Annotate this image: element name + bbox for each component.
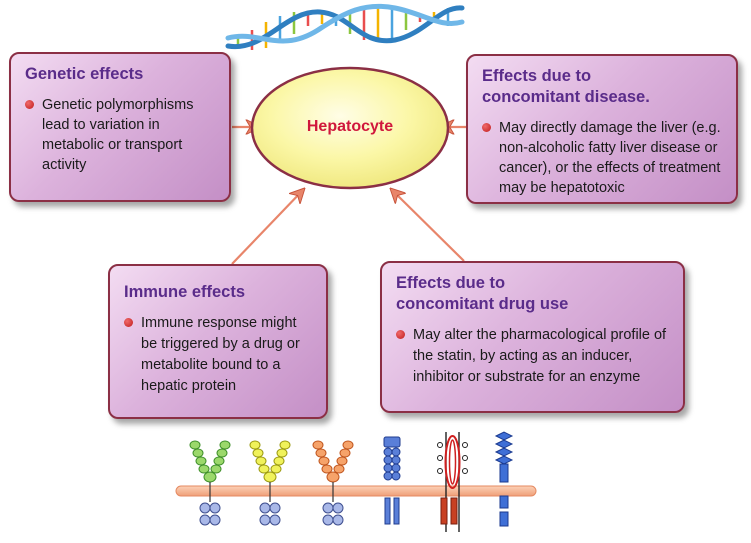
- immune-effects-text: Immune response might be triggered by a …: [141, 315, 300, 394]
- arrow-drug: [392, 190, 465, 262]
- concomitant-disease-title-line1: Effects due to: [482, 67, 592, 85]
- concomitant-disease-title-line2: concomitant disease.: [482, 88, 650, 106]
- concomitant-disease-text: May directly damage the liver (e.g. non-…: [499, 120, 721, 196]
- concomitant-drug-item: May alter the pharmacological profile of…: [396, 325, 671, 388]
- concomitant-disease-item: May directly damage the liver (e.g. non-…: [482, 118, 724, 198]
- immune-effects-box: Immune effects Immune response might be …: [108, 264, 328, 419]
- dna-helix-icon: [225, 3, 465, 50]
- bullet-icon: [396, 330, 405, 339]
- hepatocyte-cell: [250, 66, 450, 190]
- immune-effects-title: Immune effects: [124, 283, 246, 301]
- bullet-icon: [25, 100, 34, 109]
- genetic-effects-title: Genetic effects: [25, 65, 144, 83]
- concomitant-drug-title: Effects due to concomitant drug use: [396, 273, 671, 315]
- hepatocyte-label: Hepatocyte: [306, 118, 394, 135]
- genetic-effects-text: Genetic polymorphisms lead to variation …: [42, 97, 194, 173]
- immune-effects-item: Immune response might be triggered by a …: [124, 313, 314, 397]
- genetic-effects-item: Genetic polymorphisms lead to variation …: [25, 95, 217, 175]
- bullet-icon: [482, 123, 491, 132]
- bullet-icon: [124, 318, 133, 327]
- concomitant-drug-title-line2: concomitant drug use: [396, 295, 569, 313]
- genetic-effects-box: Genetic effects Genetic polymorphisms le…: [9, 52, 231, 202]
- concomitant-disease-box: Effects due to concomitant disease. May …: [466, 54, 738, 204]
- membrane-receptors-icon: [175, 431, 537, 532]
- concomitant-disease-title: Effects due to concomitant disease.: [482, 66, 724, 108]
- concomitant-drug-title-line1: Effects due to: [396, 274, 506, 292]
- arrow-immune: [231, 190, 303, 265]
- concomitant-drug-text: May alter the pharmacological profile of…: [413, 327, 667, 385]
- concomitant-drug-box: Effects due to concomitant drug use May …: [380, 261, 685, 413]
